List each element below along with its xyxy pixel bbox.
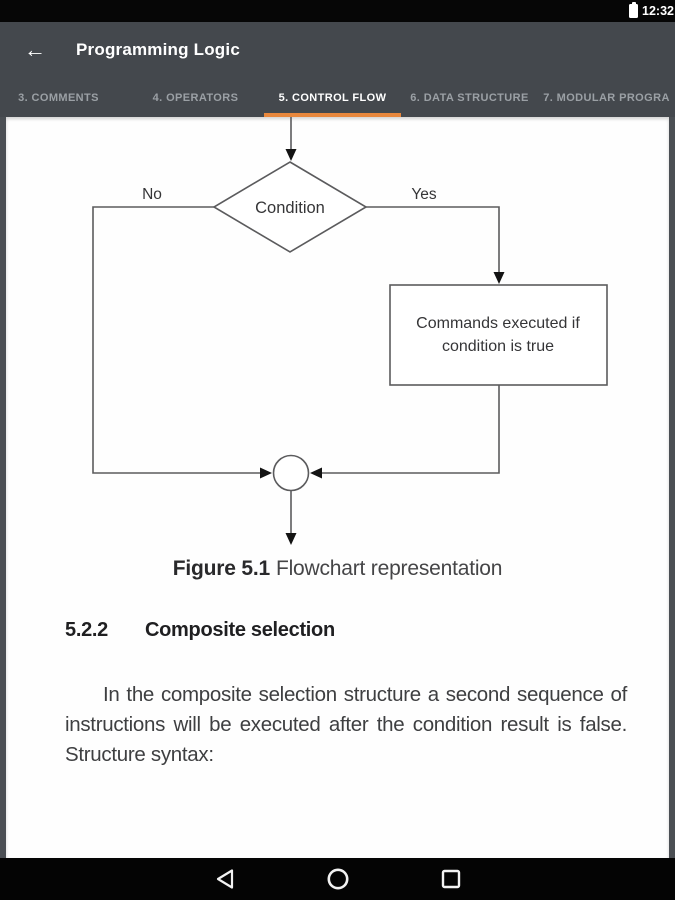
tab-label: 6. DATA STRUCTURE [410,91,529,104]
nav-back-button[interactable] [213,867,237,891]
condition-diamond [212,161,368,253]
home-circle-icon [327,868,348,890]
tab-label: 4. OPERATORS [152,91,239,104]
body-paragraph: In the composite selection structure a s… [65,683,627,766]
back-triangle-icon [216,869,233,889]
yes-arrowhead [493,272,505,284]
nav-recents-button[interactable] [439,867,463,891]
app-title: Programming Logic [76,40,240,59]
recents-square-icon [441,869,460,889]
tab-bar-container: 3. COMMENTS 4. OPERATORS 5. CONTROL FLOW… [0,78,675,117]
tab-label: 7. MODULAR PROGRA [543,91,670,104]
tab[interactable]: 3. COMMENTS [0,78,127,117]
tab-label: 3. COMMENTS [18,91,99,104]
true-box-line2: condition is true [442,338,554,355]
flowchart: Condition No Yes Commands executed if co… [92,117,608,545]
condition-label: Condition [255,199,325,217]
page-area[interactable]: Condition No Yes Commands executed if co… [0,117,675,858]
back-arrow-icon[interactable]: ← [24,37,46,62]
section-title: Composite selection [145,619,335,641]
exit-arrowhead [285,533,297,545]
status-bar: 12:32 [0,0,675,22]
status-time: 12:32 [642,4,674,18]
section-heading: 5.2.2 Composite selection [65,619,629,642]
section-number: 5.2.2 [65,619,108,641]
true-box-line1: Commands executed if [416,315,580,332]
document-sheet: Condition No Yes Commands executed if co… [6,117,669,858]
junction-right-arrowhead [310,467,322,479]
tab[interactable]: 7. MODULAR PROGRA [538,78,675,117]
figure-caption-text: Flowchart representation [275,557,503,580]
yes-branch-line [366,206,500,273]
app-bar: ← Programming Logic [0,22,675,78]
figure-caption-label: Figure 5.1 [172,557,270,580]
tab[interactable]: 6. DATA STRUCTURE [401,78,538,117]
tab-label: 5. CONTROL FLOW [278,91,387,104]
tab[interactable]: 4. OPERATORS [127,78,264,117]
true-box-exit-line [322,385,500,474]
branch-no-label: No [142,186,162,203]
junction-circle [272,454,310,492]
battery-icon [629,2,639,18]
tab[interactable]: 5. CONTROL FLOW [264,78,401,117]
true-box [389,284,608,386]
branch-yes-label: Yes [411,186,437,203]
nav-bar [0,858,675,900]
nav-home-button[interactable] [326,867,350,891]
no-arrowhead [260,467,272,479]
no-branch-line [92,206,260,474]
active-tab-underline [264,113,401,117]
entry-arrowhead [285,149,297,161]
tab-bar: 3. COMMENTS 4. OPERATORS 5. CONTROL FLOW… [0,78,675,117]
